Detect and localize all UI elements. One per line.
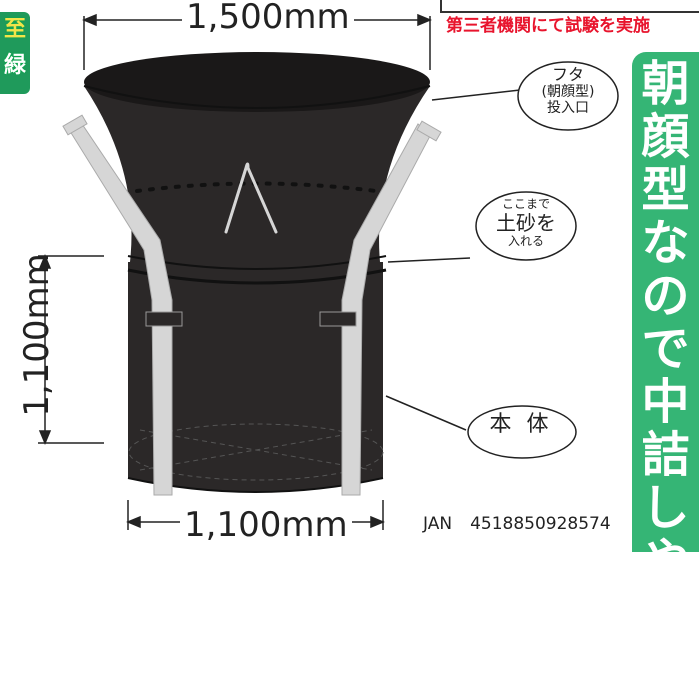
lift-strap-right [319,120,442,496]
lift-strap-left [62,114,183,496]
vertical-slogan: 朝顔型なので中詰しやすい [641,56,690,695]
bottom-width-label: 1,100mm [180,508,352,542]
fill-callout-line3: 入れる [507,233,544,248]
jan-number: 4518850928574 [470,514,611,534]
product-diagram [38,13,619,530]
green-badge: 至 緑 [0,12,30,94]
jan-label: JAN [423,514,453,534]
jan-code: JAN 4518850928574 [423,514,629,534]
height-label: 1,100mm [17,253,57,417]
left-dimension-line [38,254,104,445]
lid-callout-line1: フタ [551,65,584,84]
body-callout: 本 体 [489,412,553,437]
test-notice: 第三者機関にて試験を実施 [446,16,650,36]
fill-callout-line1: ここまで [501,197,550,211]
slogan-panel [632,52,699,552]
badge-line1: 至 [3,17,26,42]
bag-funnel-lid [83,52,431,262]
lid-callout: フタ (朝顔型) 投入口 [516,65,620,117]
notice-box [440,0,699,13]
top-width-label: 1,500mm [182,0,354,34]
callout-bubbles [467,61,619,459]
fill-callout-line2: 土砂を [496,210,556,235]
fill-callout: ここまで 土砂を 入れる [474,197,578,249]
lid-callout-line2: (朝顔型) [541,84,595,101]
callout-leaders [385,89,521,431]
lid-callout-line3: 投入口 [547,100,589,117]
badge-line2: 緑 [3,53,26,78]
